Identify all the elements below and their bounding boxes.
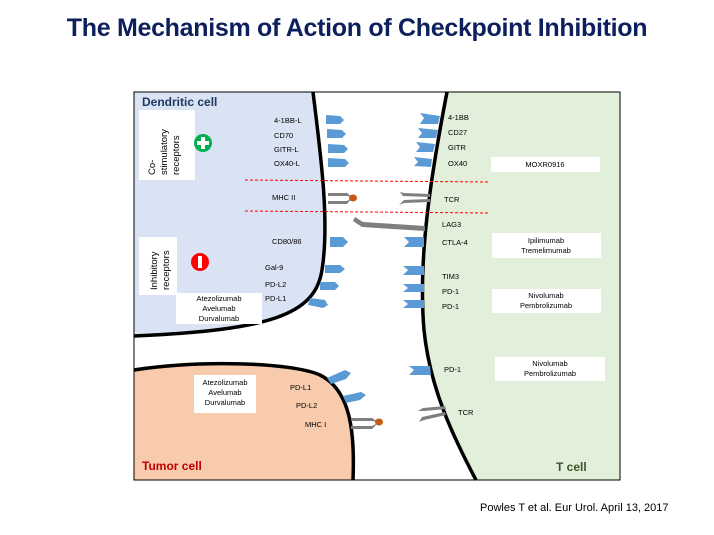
citation: Powles T et al. Eur Urol. April 13, 2017 [480, 502, 669, 514]
label-gal9: Gal-9 [265, 263, 283, 272]
ligand-cd80 [330, 237, 348, 247]
label-pdl1-dc: PD-L1 [265, 294, 286, 303]
label-mhc1: MHC I [305, 420, 326, 429]
tumor-drug-3: Durvalumab [205, 398, 245, 407]
mhc1-receptor [351, 418, 383, 429]
label-pd1-a: PD-1 [442, 287, 459, 296]
ctla4-drug-1: Ipilimumab [528, 236, 564, 245]
label-41bb: 4-1BB [448, 113, 469, 122]
label-mhc2: MHC II [272, 193, 295, 202]
tumor-drug-2: Avelumab [208, 388, 241, 397]
label-tcr-top: TCR [444, 195, 460, 204]
slide-title: The Mechanism of Action of Checkpoint In… [66, 14, 648, 42]
label-tim3: TIM3 [442, 272, 459, 281]
label-ox40l: OX40-L [274, 159, 300, 168]
receptor-ox40 [414, 157, 432, 167]
label-lag3: LAG3 [442, 220, 461, 229]
tumor-region [134, 363, 354, 480]
costim-line-3: receptors [171, 135, 182, 175]
pd1-tumor-drug-box [495, 357, 605, 381]
receptor-pd1-b [403, 300, 424, 308]
tumor-membrane [133, 361, 356, 481]
dendritic-cell-label: Dendritic cell [142, 95, 217, 109]
ligand-gitrl [328, 144, 348, 153]
tcell-membrane [420, 91, 478, 481]
receptor-gitr [416, 142, 435, 152]
tcell-region [422, 92, 620, 480]
costim-line-1: Co- [147, 160, 158, 175]
lag3-receptor [353, 217, 425, 231]
receptor-41bb [420, 113, 440, 124]
tumor-drug-1: Atezolizumab [202, 378, 247, 387]
tcr-receptor-bottom [418, 406, 446, 422]
label-ox40: OX40 [448, 159, 467, 168]
ox40-drug-box [491, 157, 600, 172]
receptor-pd1-a [403, 284, 424, 292]
ox40-drug: MOXR0916 [525, 160, 564, 169]
pd1-tumor-drug-1: Nivolumab [532, 359, 567, 368]
label-cd27: CD27 [448, 128, 467, 137]
inhib-line-1: Inhibitory [149, 251, 160, 290]
label-tcr-bottom: TCR [458, 408, 474, 417]
ligand-41bbl [326, 115, 344, 124]
label-pdl1-tumor: PD-L1 [290, 383, 311, 392]
ligand-pdl1-dc [308, 298, 328, 308]
stop-icon [191, 253, 209, 271]
label-gitrl: GITR-L [274, 145, 299, 154]
tumor-ligands [327, 370, 366, 403]
dashed-line-top [244, 179, 489, 183]
pd1-drug-1: Nivolumab [528, 291, 563, 300]
label-pd1-b: PD-1 [442, 302, 459, 311]
dc-drug-3: Durvalumab [199, 314, 239, 323]
dc-drug-2: Avelumab [202, 304, 235, 313]
antigen-tumor [375, 418, 383, 426]
label-cd80: CD80/86 [272, 237, 302, 246]
dashed-line-bottom [244, 210, 489, 214]
tumor-cell-label: Tumor cell [142, 459, 202, 473]
mhc2-receptor [328, 193, 357, 204]
label-pdl2-tumor: PD-L2 [296, 401, 317, 410]
pd1-drug-box [492, 289, 601, 313]
tcell-receptors [403, 113, 440, 375]
receptor-tim3 [403, 266, 424, 275]
dc-ligands [308, 115, 349, 308]
ctla4-drug-box [492, 233, 601, 258]
pd1-tumor-drug-2: Pembrolizumab [524, 369, 576, 378]
ligand-ox40l [328, 158, 349, 167]
ligand-pdl2-dc [320, 282, 339, 290]
pd1-drug-2: Pembrolizumab [520, 301, 572, 310]
frame-border [133, 91, 621, 481]
receptor-pd1-c [409, 366, 431, 375]
inhib-line-2: receptors [161, 250, 172, 290]
label-pd1-c: PD-1 [444, 365, 461, 374]
ligand-pdl2-tumor [343, 392, 366, 403]
receptor-cd27 [418, 128, 438, 138]
tcr-receptor-top [399, 192, 430, 205]
antigen-dc [349, 194, 357, 202]
dendritic-membrane [133, 91, 327, 338]
costim-line-2: stimulatory [159, 129, 170, 175]
plus-icon [194, 134, 212, 152]
ligand-gal9 [325, 265, 345, 273]
label-gitr: GITR [448, 143, 466, 152]
tumor-pdl1-drug-box [194, 375, 256, 413]
dc-drug-1: Atezolizumab [196, 294, 241, 303]
dc-pdl1-drug-box [176, 293, 262, 324]
label-ctla4: CTLA-4 [442, 238, 468, 247]
label-pdl2-dc: PD-L2 [265, 280, 286, 289]
label-41bbl: 4-1BB-L [274, 116, 302, 125]
costimulatory-box [139, 110, 195, 180]
label-cd70: CD70 [274, 131, 293, 140]
inhibitory-box [139, 237, 177, 295]
tcell-label: T cell [556, 460, 587, 474]
ligand-cd70 [327, 129, 346, 138]
ctla4-drug-2: Tremelimumab [521, 246, 571, 255]
receptor-ctla4 [404, 237, 424, 247]
ligand-pdl1-tumor [327, 370, 351, 384]
